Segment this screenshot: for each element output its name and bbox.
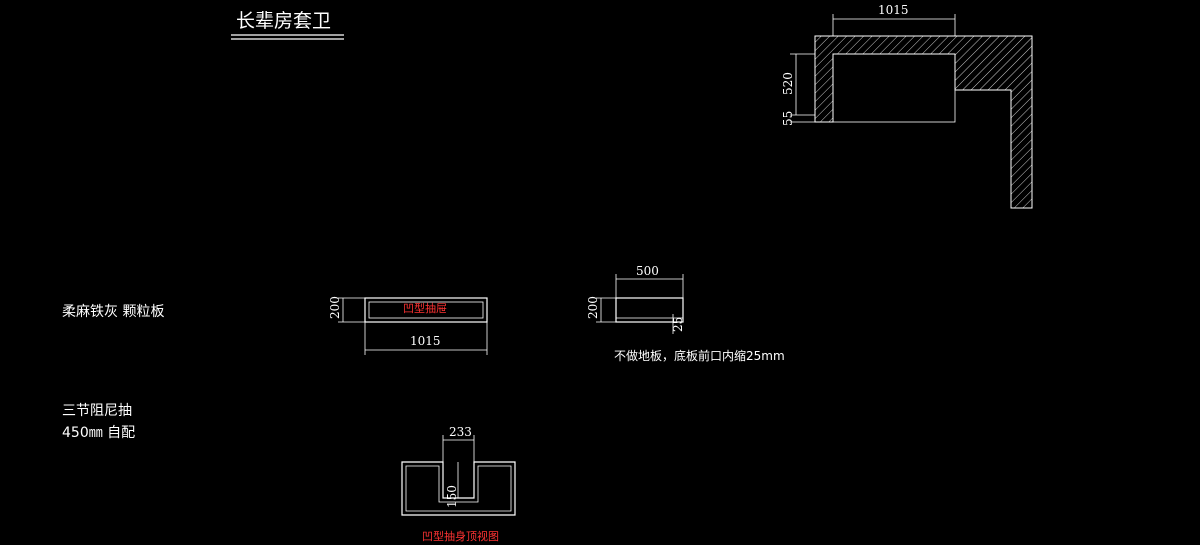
slide-note-line1: 三节阻尼抽 [62,403,132,419]
side-dim-width-text: 500 [636,264,659,278]
bottom-note: 不做地板，底板前口内缩25mm [614,348,785,363]
top-dim-notch-depth-text: 150 [445,485,459,508]
plan-dim-offset-text: 55 [781,111,795,126]
drawing-title-group: 长辈房套卫 [231,10,344,40]
top-view-label: 凹型抽身顶视图 [422,529,499,543]
top-dim-notch-width-text: 233 [449,425,472,439]
side-dim-height-text: 200 [586,296,600,319]
front-view: 凹型抽屉 200 1015 [328,296,488,355]
plan-dim-depth-text: 520 [781,72,795,95]
top-inner-outline [405,465,512,512]
material-note: 柔麻铁灰 颗粒板 [62,304,164,320]
plan-cabinet-outline [832,53,956,123]
front-inner-rect [368,301,484,319]
front-outer-rect [364,297,488,323]
drawing-title: 长辈房套卫 [236,10,331,32]
front-dim-width-text: 1015 [410,334,441,348]
side-dim-inset-text: 25 [671,317,685,332]
side-outer-rect [615,297,684,323]
top-view: 233 150 凹型抽身顶视图 [401,425,516,543]
front-dim-height-text: 200 [328,296,342,319]
side-view: 500 200 25 不做地板，底板前口内缩25mm [586,264,785,363]
slide-note-line2: 450㎜ 自配 [62,425,135,441]
plan-view: 1015 520 55 [781,3,1033,209]
plan-dim-width-text: 1015 [878,3,909,17]
front-drawer-label: 凹型抽屉 [403,301,447,315]
